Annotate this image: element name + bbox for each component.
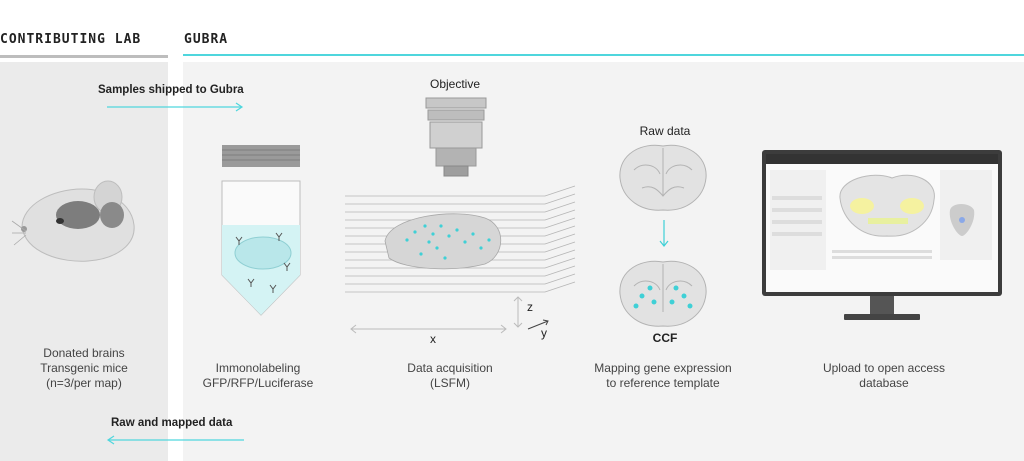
step-3-line-1: Data acquisition [407, 361, 493, 375]
ccf-label: CCF [652, 331, 678, 345]
step-1-line-1: Donated brains [43, 346, 125, 360]
step-4-line-2: to reference template [606, 376, 720, 390]
database-monitor [762, 150, 1002, 320]
axis-z-label: z [527, 300, 533, 314]
header-contributing-lab: CONTRIBUTING LAB [0, 32, 142, 47]
step-caption-upload: Upload to open access database [804, 361, 964, 391]
step-3-line-2: (LSFM) [430, 376, 470, 390]
sample-tube-illustration [221, 145, 301, 316]
step-5-line-1: Upload to open access [822, 361, 946, 375]
step-4-line-1: Mapping gene expression [594, 361, 732, 375]
mouse-head-illustration [11, 180, 135, 262]
raw-mapped-arrow [106, 435, 244, 445]
axis-x-label: x [430, 332, 436, 346]
step-caption-donated-brains: Donated brains Transgenic mice (n=3/per … [20, 346, 148, 391]
gubra-header-bar [183, 54, 1024, 56]
samples-shipped-label: Samples shipped to Gubra [98, 84, 244, 96]
step-5-line-2: database [859, 376, 909, 390]
step-2-line-1: Immonolabeling [215, 361, 301, 375]
xyz-axes [350, 296, 549, 334]
step-2-line-2: GFP/RFP/Luciferase [202, 376, 314, 390]
raw-data-label: Raw data [639, 124, 691, 138]
ccf-brain-section [619, 260, 707, 327]
raw-mapped-label: Raw and mapped data [111, 417, 233, 429]
step-caption-data-acquisition: Data acquisition (LSFM) [390, 361, 510, 391]
axis-y-label: y [541, 326, 547, 340]
mapping-arrow [659, 220, 669, 247]
samples-shipped-arrow [107, 102, 244, 112]
lab-header-bar [0, 55, 168, 58]
light-sheet-stack [345, 185, 576, 293]
raw-data-brain-section [619, 144, 707, 211]
objective-lens-icon [425, 97, 487, 177]
step-caption-mapping: Mapping gene expression to reference tem… [583, 361, 743, 391]
step-caption-immunolabeling: Immonolabeling GFP/RFP/Luciferase [188, 361, 328, 391]
header-gubra: GUBRA [184, 32, 229, 47]
step-1-line-2: Transgenic mice [40, 361, 128, 375]
step-1-line-3: (n=3/per map) [46, 376, 122, 390]
objective-label: Objective [429, 77, 481, 91]
